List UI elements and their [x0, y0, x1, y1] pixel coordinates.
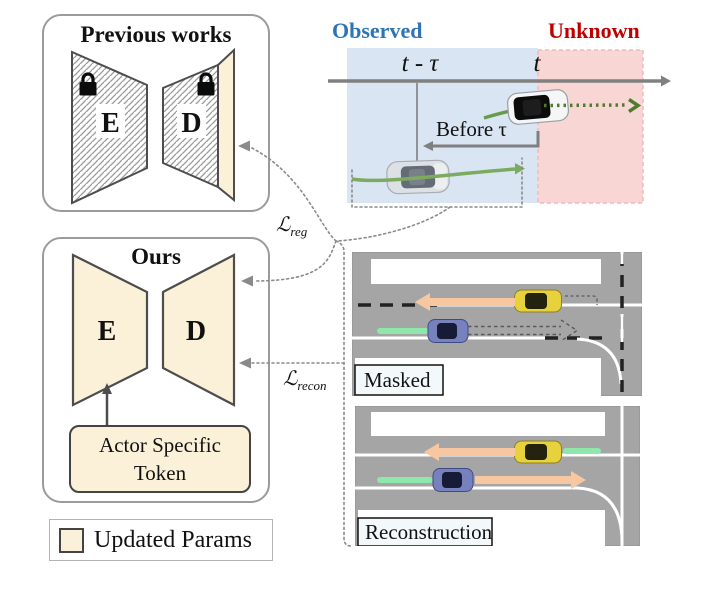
reconstruction-scene: Reconstruction	[355, 406, 640, 546]
scene-label-box	[354, 364, 444, 396]
updated-params-label: Updated Params	[94, 526, 252, 553]
timeline-panel: Observed Unknown t - τ t Before τ	[328, 18, 671, 204]
reconstruction-scene-label: Reconstruction	[365, 520, 493, 544]
recon-bracket	[335, 240, 352, 547]
predicted-trajectory-arrowhead	[628, 98, 642, 113]
ours-diagram: E D	[71, 253, 236, 425]
token-label-line1: Actor Specific	[99, 432, 221, 457]
frozen-encoder-label: E	[101, 108, 120, 139]
current-car	[506, 89, 570, 125]
blue-car	[427, 319, 469, 343]
updated-params-swatch	[59, 528, 84, 553]
reg-connector	[335, 206, 451, 242]
before-tau-arrowhead	[423, 141, 433, 151]
t-label: t	[534, 50, 542, 77]
history-trace	[377, 328, 429, 334]
lane-line	[620, 314, 624, 342]
ours-panel: Ours E D Actor Specific Token	[42, 237, 270, 503]
yellow-car	[514, 440, 562, 464]
masked-scene: Masked	[352, 252, 642, 396]
loss-reg-subscript: reg	[290, 224, 308, 239]
reconstructed-future-arrowhead	[571, 471, 586, 489]
token-arrowhead	[102, 383, 112, 394]
token-label-line2: Token	[133, 461, 187, 485]
loss-recon-subscript: recon	[297, 378, 327, 393]
before-tau-arrow	[433, 131, 540, 148]
offroad-area	[371, 412, 605, 436]
observed-label: Observed	[332, 18, 422, 43]
scene-label-box	[357, 517, 493, 546]
blue-car	[432, 468, 474, 492]
encoder-letter-patch	[96, 104, 125, 138]
t-minus-tau-label: t - τ	[402, 50, 440, 77]
time-axis-arrowhead	[661, 75, 671, 87]
lock-icon	[79, 72, 97, 96]
frozen-decoder-label: D	[181, 108, 201, 139]
history-trace	[563, 448, 601, 454]
lane-line-vertical	[620, 406, 624, 546]
before-tau-label: Before τ	[436, 117, 507, 141]
previous-works-panel: Previous works	[42, 14, 270, 212]
turn-lane-curve	[576, 337, 623, 385]
encoder-label: E	[98, 316, 117, 347]
predicted-trajectory	[543, 103, 627, 108]
previous-works-title: Previous works	[80, 22, 232, 47]
actor-specific-token-box: Actor Specific Token	[69, 425, 251, 493]
decoder-letter-patch	[177, 104, 206, 138]
future-arrowhead	[415, 293, 430, 311]
lock-icon	[197, 72, 215, 96]
encoder-trapezoid	[71, 253, 149, 407]
unknown-region	[537, 49, 644, 204]
lane-line	[620, 252, 624, 264]
masked-history-hook	[565, 295, 598, 305]
loss-recon-symbol: ℒ	[283, 368, 298, 390]
history-trace	[377, 477, 433, 483]
previous-works-diagram: E D	[71, 47, 235, 205]
masked-scene-label: Masked	[364, 368, 431, 392]
loss-recon-label: ℒrecon	[283, 366, 327, 394]
loss-reg-symbol: ℒ	[276, 214, 291, 236]
offroad-area	[371, 259, 601, 284]
updated-output-strip	[217, 47, 235, 203]
ours-title: Ours	[131, 244, 181, 269]
decoder-label: D	[186, 316, 206, 347]
legend-box: Updated Params	[49, 519, 273, 561]
decoder-trapezoid	[161, 253, 236, 407]
unknown-label: Unknown	[548, 18, 640, 43]
loss-reg-label: ℒreg	[276, 212, 307, 240]
reconstructed-future-arrowhead	[424, 443, 439, 461]
yellow-car	[514, 289, 562, 313]
